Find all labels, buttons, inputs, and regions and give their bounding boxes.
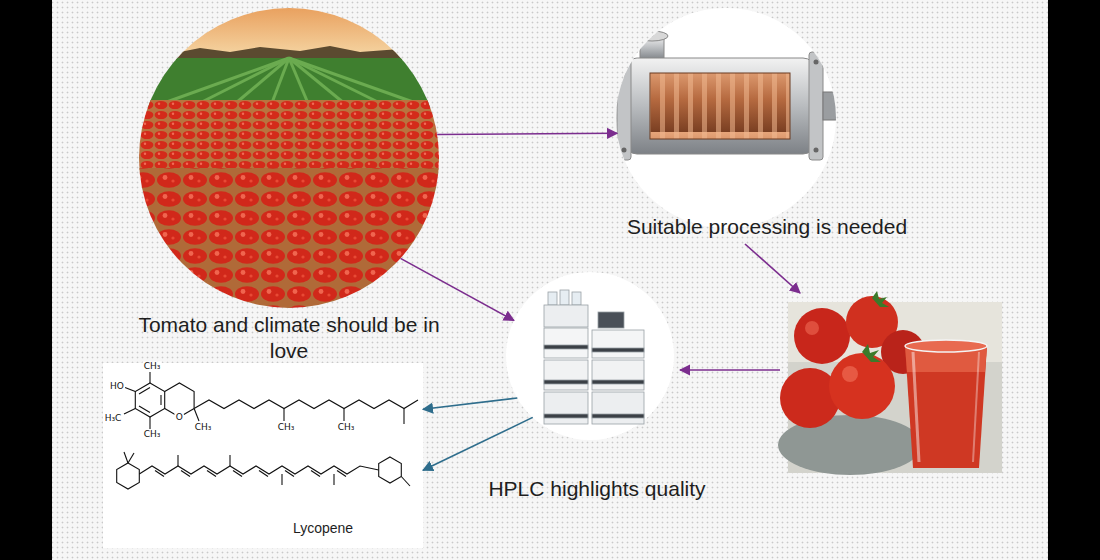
field-circle: Tomato and climate should be in love: [139, 8, 439, 308]
hplc-picture: [544, 290, 644, 424]
flow-arrow: [401, 258, 514, 320]
node-caption: Suitable processing is needed: [597, 214, 937, 240]
node-caption: Lycopene: [253, 520, 393, 538]
flow-arrow: [745, 244, 800, 293]
field-picture: [139, 8, 439, 310]
atom-label: CH₃: [194, 423, 213, 432]
atom-label: CH₃: [143, 362, 162, 371]
side-bar: [1048, 0, 1100, 560]
node-caption: Tomato and climate should be in love: [129, 312, 449, 365]
atom-label: H₃C: [104, 414, 123, 423]
molecule-picture: [103, 363, 423, 548]
flow-arrow: [680, 369, 780, 371]
machine-picture: [617, 31, 839, 160]
molecule-box: Lycopene: [103, 363, 423, 548]
flow-arrow: [423, 417, 533, 470]
atom-label: O: [175, 413, 184, 422]
atom-label: HO: [109, 382, 125, 391]
side-bar: [0, 0, 52, 560]
hplc-circle: [506, 272, 674, 440]
juice-photo: [778, 291, 1002, 475]
node-caption: HPLC highlights quality: [457, 476, 737, 502]
machine-circle: [616, 8, 836, 228]
atom-label: CH₃: [143, 430, 162, 439]
flow-arrow: [423, 398, 517, 409]
hplc-circle: HPLC highlights quality: [506, 272, 674, 440]
machine-circle: Suitable processing is needed: [616, 8, 836, 228]
atom-label: CH₃: [277, 423, 296, 432]
flow-arrow: [437, 133, 617, 134]
atom-label: CH₃: [337, 423, 356, 432]
